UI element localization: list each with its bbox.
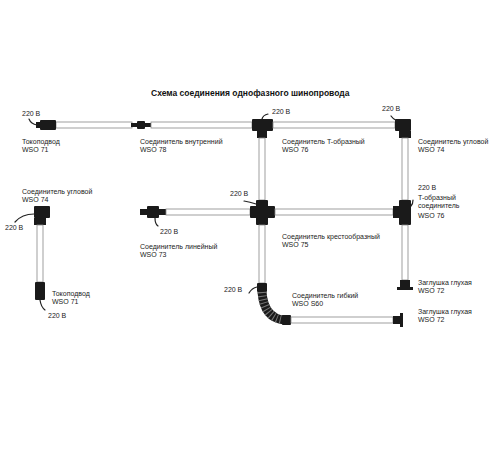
- part-label: WSO 71: [52, 298, 78, 306]
- voltage-label: 220 В: [418, 184, 436, 192]
- part-label: Соединитель внутренний: [140, 138, 223, 146]
- part-label: T-образный соединитель: [418, 194, 470, 210]
- voltage-label: 220 В: [272, 108, 290, 116]
- part-label: Соединитель крестообразный: [282, 233, 380, 241]
- part-label: WSO 72: [418, 287, 444, 295]
- voltage-label: 220 В: [160, 228, 178, 236]
- part-label: Заглушка глухая: [418, 308, 472, 316]
- diagram-title: Схема соединения однофазного шинопровода: [151, 88, 349, 98]
- part-label: Токоподвод: [22, 138, 60, 146]
- part-label: Соединитель линейный: [140, 243, 217, 251]
- part-label: Соединитель T-образный: [282, 138, 365, 146]
- part-label: WSO S60: [292, 300, 323, 308]
- part-label: WSO 75: [282, 241, 308, 249]
- part-label: WSO 78: [140, 146, 166, 154]
- voltage-label: 220 В: [48, 312, 66, 320]
- part-label: WSO 74: [22, 196, 48, 204]
- voltage-label: 220 В: [382, 105, 400, 113]
- part-label: WSO 71: [22, 146, 48, 154]
- part-label: WSO 72: [418, 316, 444, 324]
- voltage-label: 220 В: [5, 224, 23, 232]
- part-label: Соединитель угловой: [22, 188, 92, 196]
- voltage-label: 220 В: [224, 286, 242, 294]
- voltage-label: 220 В: [230, 190, 248, 198]
- part-label: Соединитель угловой: [418, 138, 488, 146]
- part-label: WSO 73: [140, 251, 166, 259]
- voltage-label: 220 В: [22, 110, 40, 118]
- part-label: WSO 76: [282, 146, 308, 154]
- part-label: Заглушка глухая: [418, 279, 472, 287]
- part-label: Токоподвод: [52, 290, 90, 298]
- part-label: WSO 76: [418, 212, 444, 220]
- part-label: Соединитель гибкий: [292, 292, 358, 300]
- part-label: WSO 74: [418, 146, 444, 154]
